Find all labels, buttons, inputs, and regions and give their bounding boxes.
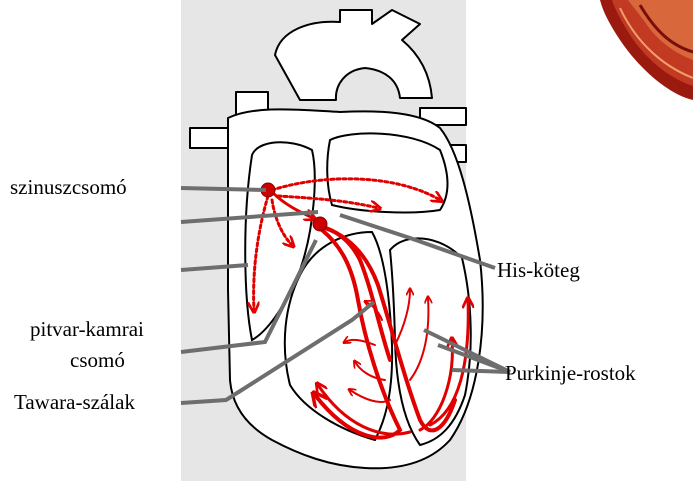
label-purkinje-fibers: Purkinje-rostok: [505, 363, 636, 384]
label-av-node-line2: csomó: [70, 350, 125, 371]
heart-photo-fragment: [600, 0, 693, 100]
sinus-node-leader: [181, 188, 266, 190]
purkinje-leader-3: [452, 370, 510, 372]
inferior-left-vessel: [190, 128, 230, 148]
label-sinus-node: szinuszcsomó: [10, 177, 127, 198]
label-av-node-line1: pitvar-kamrai: [30, 319, 144, 340]
av-node-dot: [313, 217, 327, 231]
label-his-bundle: His-köteg: [497, 260, 580, 281]
label-tawara-fibers: Tawara-szálak: [14, 392, 135, 413]
